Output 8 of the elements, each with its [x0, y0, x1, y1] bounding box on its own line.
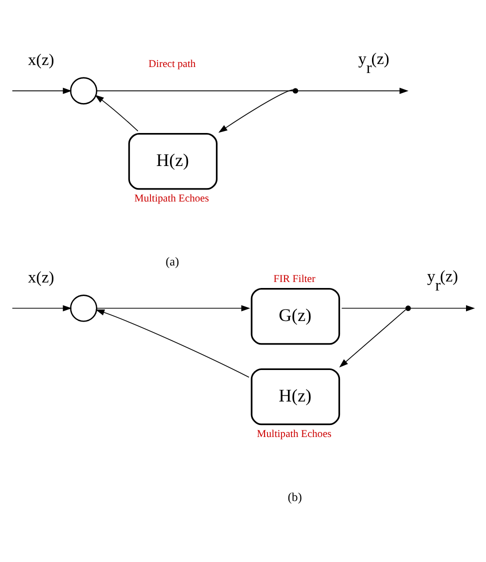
node-label: FIR Filter: [274, 273, 316, 284]
edge-label: x(z): [28, 50, 54, 68]
node-label: Multipath Echoes: [256, 428, 332, 440]
edge-label: Direct path: [148, 58, 196, 70]
label: (b): [288, 489, 302, 504]
node-label: Multipath Echoes: [134, 192, 209, 204]
label: (a): [166, 254, 180, 268]
edge-label: x(z): [28, 268, 54, 286]
